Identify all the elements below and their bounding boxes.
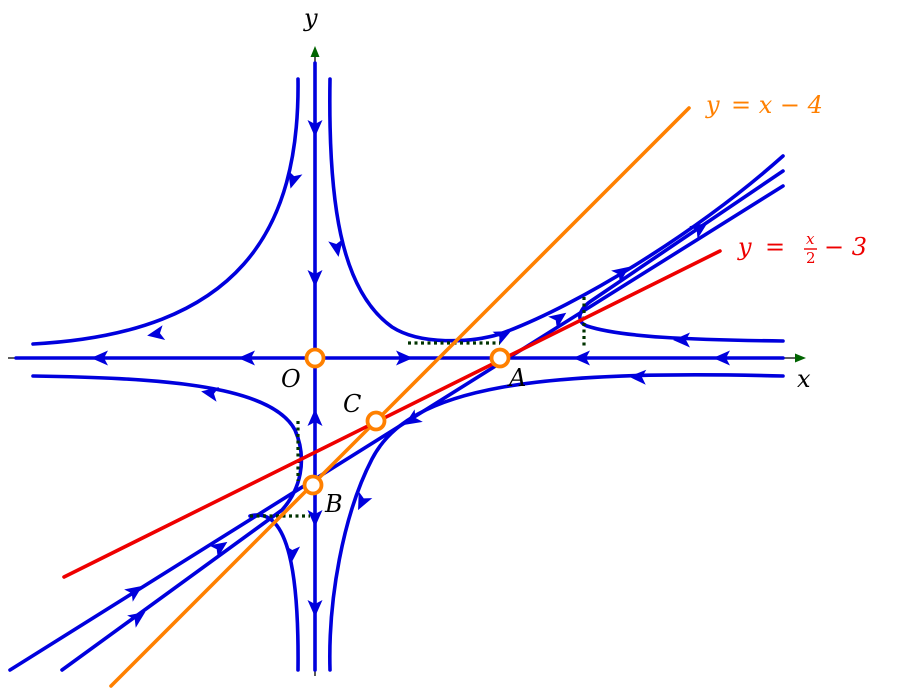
flow-arrowhead-6 — [91, 350, 108, 366]
flow-arrowhead-4 — [328, 238, 343, 257]
flow-arrowhead-18 — [307, 510, 323, 527]
y-axis-label: y — [303, 4, 318, 32]
point-label-C: C — [343, 390, 361, 418]
point-A — [489, 347, 511, 369]
flow-arrowhead-3 — [287, 170, 303, 189]
flow-arrowhead-23 — [358, 491, 373, 511]
points — [302, 347, 511, 496]
flow-arrowhead-14 — [548, 312, 567, 329]
label-red-line: y = x 2 − 3 — [737, 230, 867, 267]
flow-arrowhead-26 — [127, 611, 146, 628]
flow-arrowhead-12 — [611, 266, 630, 283]
trajectory-right-upper — [578, 169, 785, 343]
y-axis-arrowhead — [310, 46, 320, 57]
trajectory-upper-left — [31, 77, 300, 346]
x-axis-arrowhead — [795, 353, 806, 363]
line-y-equals-half-x-minus-3 — [62, 249, 722, 579]
flow-arrowhead-22 — [629, 369, 647, 385]
flow-arrowhead-21 — [285, 545, 301, 563]
trajectory-lower-left — [31, 374, 304, 672]
flow-arrowhead-24 — [209, 541, 228, 558]
point-C — [365, 410, 387, 432]
flow-arrowhead-11 — [673, 332, 690, 348]
flow-arrowhead-10 — [713, 350, 730, 366]
red-line-label-y: y — [737, 233, 752, 261]
dotted-guides — [250, 297, 586, 518]
red-line-label-eq: = — [765, 233, 785, 261]
flow-arrowhead-8 — [396, 350, 413, 366]
point-O — [304, 347, 326, 369]
flow-arrowhead-9 — [573, 350, 590, 366]
flow-arrowhead-13 — [689, 222, 708, 239]
orange-line-label-rhs: = x − 4 — [731, 91, 823, 119]
label-orange-line: y = x − 4 — [705, 91, 823, 119]
flow-arrowhead-19 — [307, 600, 323, 617]
flow-arrowhead-25 — [124, 585, 143, 602]
point-label-A: A — [507, 364, 526, 392]
x-axis-label: x — [797, 365, 811, 393]
flow-arrowhead-15 — [492, 331, 512, 346]
trajectory-right-lower — [328, 373, 785, 672]
flow-arrowheads — [91, 120, 730, 628]
flow-arrowhead-17 — [307, 409, 323, 426]
red-line-fraction-numerator: x — [806, 230, 815, 248]
point-label-B: B — [324, 490, 343, 518]
red-line-label-tail: − 3 — [824, 233, 867, 261]
flow-arrowhead-16 — [404, 409, 423, 425]
line-y-equals-x-minus-4 — [109, 106, 691, 688]
point-label-O: O — [281, 365, 301, 393]
flow-arrowhead-2 — [307, 270, 323, 287]
trajectories — [8, 61, 785, 672]
flow-arrowhead-20 — [201, 387, 220, 402]
point-B — [302, 474, 324, 496]
flow-arrowhead-5 — [147, 325, 166, 340]
red-line-fraction-denominator: 2 — [806, 249, 816, 267]
flow-arrowhead-1 — [307, 120, 323, 137]
orange-line-label-y: y — [705, 91, 720, 119]
flow-arrowhead-7 — [238, 350, 255, 366]
